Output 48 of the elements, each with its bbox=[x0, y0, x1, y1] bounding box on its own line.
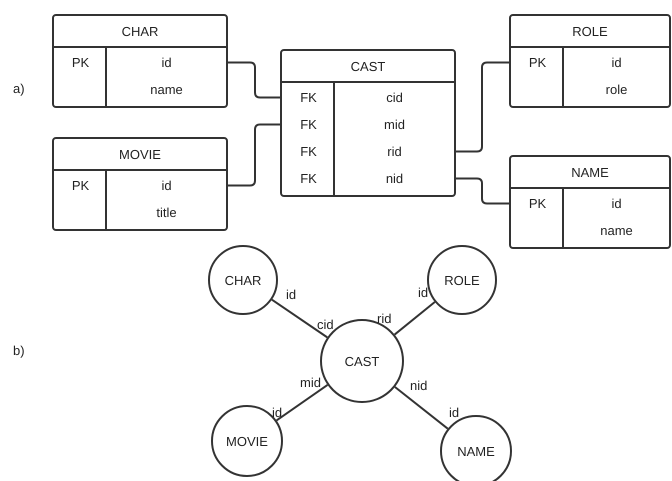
table-name: MOVIE bbox=[119, 146, 161, 162]
key-label: PK bbox=[72, 55, 90, 70]
field-name: title bbox=[156, 205, 177, 220]
table-name: CHAR bbox=[122, 24, 158, 38]
relationship-line bbox=[228, 62, 280, 98]
field-name: mid bbox=[384, 117, 405, 132]
key-label: FK bbox=[300, 90, 317, 105]
field-name: name bbox=[600, 223, 633, 238]
table-name: ROLE bbox=[572, 24, 608, 38]
attribute-label: nid bbox=[410, 379, 428, 392]
table-box bbox=[52, 137, 228, 231]
relationship-line bbox=[228, 124, 280, 186]
field-name: id bbox=[611, 55, 622, 70]
entity-circle: CHAR bbox=[208, 245, 278, 315]
relationship-line bbox=[394, 386, 448, 430]
attribute-label: id bbox=[418, 286, 428, 299]
key-label: PK bbox=[72, 178, 90, 193]
table-box bbox=[52, 14, 228, 108]
field-name: id bbox=[161, 55, 172, 70]
attribute-label: id bbox=[286, 288, 296, 301]
relationship-line bbox=[456, 62, 509, 152]
key-label: FK bbox=[300, 117, 317, 132]
entity-circle: ROLE bbox=[427, 245, 497, 315]
relationship-line bbox=[394, 301, 436, 336]
attribute-label: id bbox=[272, 406, 282, 419]
field-name: cid bbox=[386, 90, 403, 105]
key-label: FK bbox=[300, 171, 317, 186]
field-name: nid bbox=[386, 171, 404, 186]
key-label: PK bbox=[528, 55, 546, 70]
field-name: role bbox=[606, 82, 628, 97]
key-label: FK bbox=[300, 144, 317, 159]
table-name: CAST bbox=[350, 58, 386, 74]
table-box bbox=[509, 155, 671, 249]
relationship-line bbox=[456, 178, 509, 204]
field-name: id bbox=[161, 178, 172, 193]
relationship-line bbox=[271, 298, 328, 338]
panel-label: a) bbox=[13, 82, 25, 95]
relationship-line bbox=[276, 384, 328, 422]
attribute-label: cid bbox=[317, 318, 334, 331]
table-name: NAME bbox=[571, 164, 609, 180]
attribute-label: mid bbox=[300, 376, 321, 389]
field-name: name bbox=[150, 82, 183, 97]
field-name: rid bbox=[387, 144, 402, 159]
table-box bbox=[509, 14, 671, 108]
field-name: id bbox=[611, 196, 622, 211]
key-label: PK bbox=[528, 196, 546, 211]
table-box bbox=[280, 49, 456, 197]
panel-label: b) bbox=[13, 344, 25, 357]
